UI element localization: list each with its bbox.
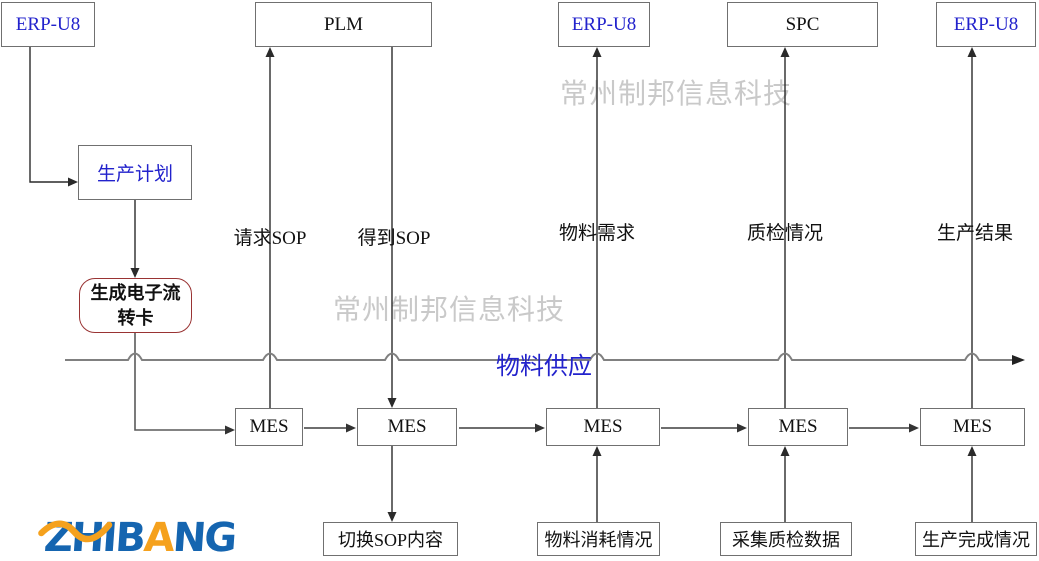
arrowhead-up-icon (967, 47, 977, 57)
switch-sop-box: 切换SOP内容 (323, 522, 458, 556)
logo-swoosh-icon (38, 520, 113, 543)
arrowhead-up-icon (592, 446, 602, 456)
flow-label-production-result: 生产结果 (936, 223, 1013, 244)
mes-label: MES (778, 416, 818, 437)
mes-label: MES (249, 416, 289, 437)
arrowhead-down-icon (130, 268, 140, 278)
flow-label-quality-status: 质检情况 (746, 223, 823, 244)
eflow-card-line2: 转卡 (117, 307, 154, 328)
arrowhead-up-icon (780, 446, 790, 456)
arrowhead-right-icon (346, 423, 356, 433)
arrowhead-up-icon (265, 47, 275, 57)
material-consumption-box: 物料消耗情况 (537, 522, 660, 556)
arrowhead-up-icon (780, 47, 790, 57)
arrowhead-right-icon (737, 423, 747, 433)
mes-box-2: MES (357, 408, 457, 446)
eflow-card-label: 生成电子流 转卡 (91, 281, 181, 330)
watermark-text: 常州制邦信息科技 (560, 79, 793, 110)
production-plan-label: 生产计划 (96, 164, 173, 185)
arrowhead-up-icon (967, 446, 977, 456)
mes-box-4: MES (748, 408, 848, 446)
mes-box-1: MES (235, 408, 303, 446)
collect-quality-box: 采集质检数据 (720, 522, 852, 556)
system-box-spc: SPC (727, 2, 878, 47)
system-label: ERP-U8 (953, 13, 1019, 35)
arrowhead-right-icon (909, 423, 919, 433)
system-box-erp-u8-2: ERP-U8 (558, 2, 650, 47)
arrowhead-down-icon (387, 398, 397, 408)
arrowhead-up-icon (592, 47, 602, 57)
mes-box-5: MES (920, 408, 1025, 446)
system-box-erp-u8-3: ERP-U8 (936, 2, 1036, 47)
production-complete-box: 生产完成情况 (915, 522, 1037, 556)
arrowhead-down-icon (387, 512, 397, 522)
system-label: ERP-U8 (15, 13, 81, 35)
mes-box-3: MES (546, 408, 660, 446)
arrowhead-right-icon (1012, 355, 1025, 365)
watermark-text: 常州制邦信息科技 (333, 295, 566, 326)
flow-label-material-demand: 物料需求 (558, 223, 635, 244)
system-label: ERP-U8 (571, 13, 637, 35)
system-box-erp-u8-1: ERP-U8 (1, 2, 95, 47)
arrowhead-right-icon (535, 423, 545, 433)
production-plan-box: 生产计划 (78, 145, 192, 200)
material-supply-label: 物料供应 (496, 354, 592, 380)
flow-label-request-sop: 请求SOP (233, 228, 307, 249)
eflow-card-box: 生成电子流 转卡 (79, 278, 192, 333)
mes-label: MES (387, 416, 427, 437)
system-label: PLM (323, 13, 364, 35)
flow-label-get-sop: 得到SOP (357, 228, 431, 249)
mes-label: MES (952, 416, 993, 437)
mes-label: MES (583, 416, 623, 437)
arrowhead-right-icon (225, 425, 235, 435)
system-box-plm: PLM (255, 2, 432, 47)
system-label: SPC (785, 13, 820, 35)
arrowhead-right-icon (68, 177, 78, 187)
eflow-card-line1: 生成电子流 (90, 283, 181, 304)
logo-text: ZHIBANG (43, 515, 237, 561)
